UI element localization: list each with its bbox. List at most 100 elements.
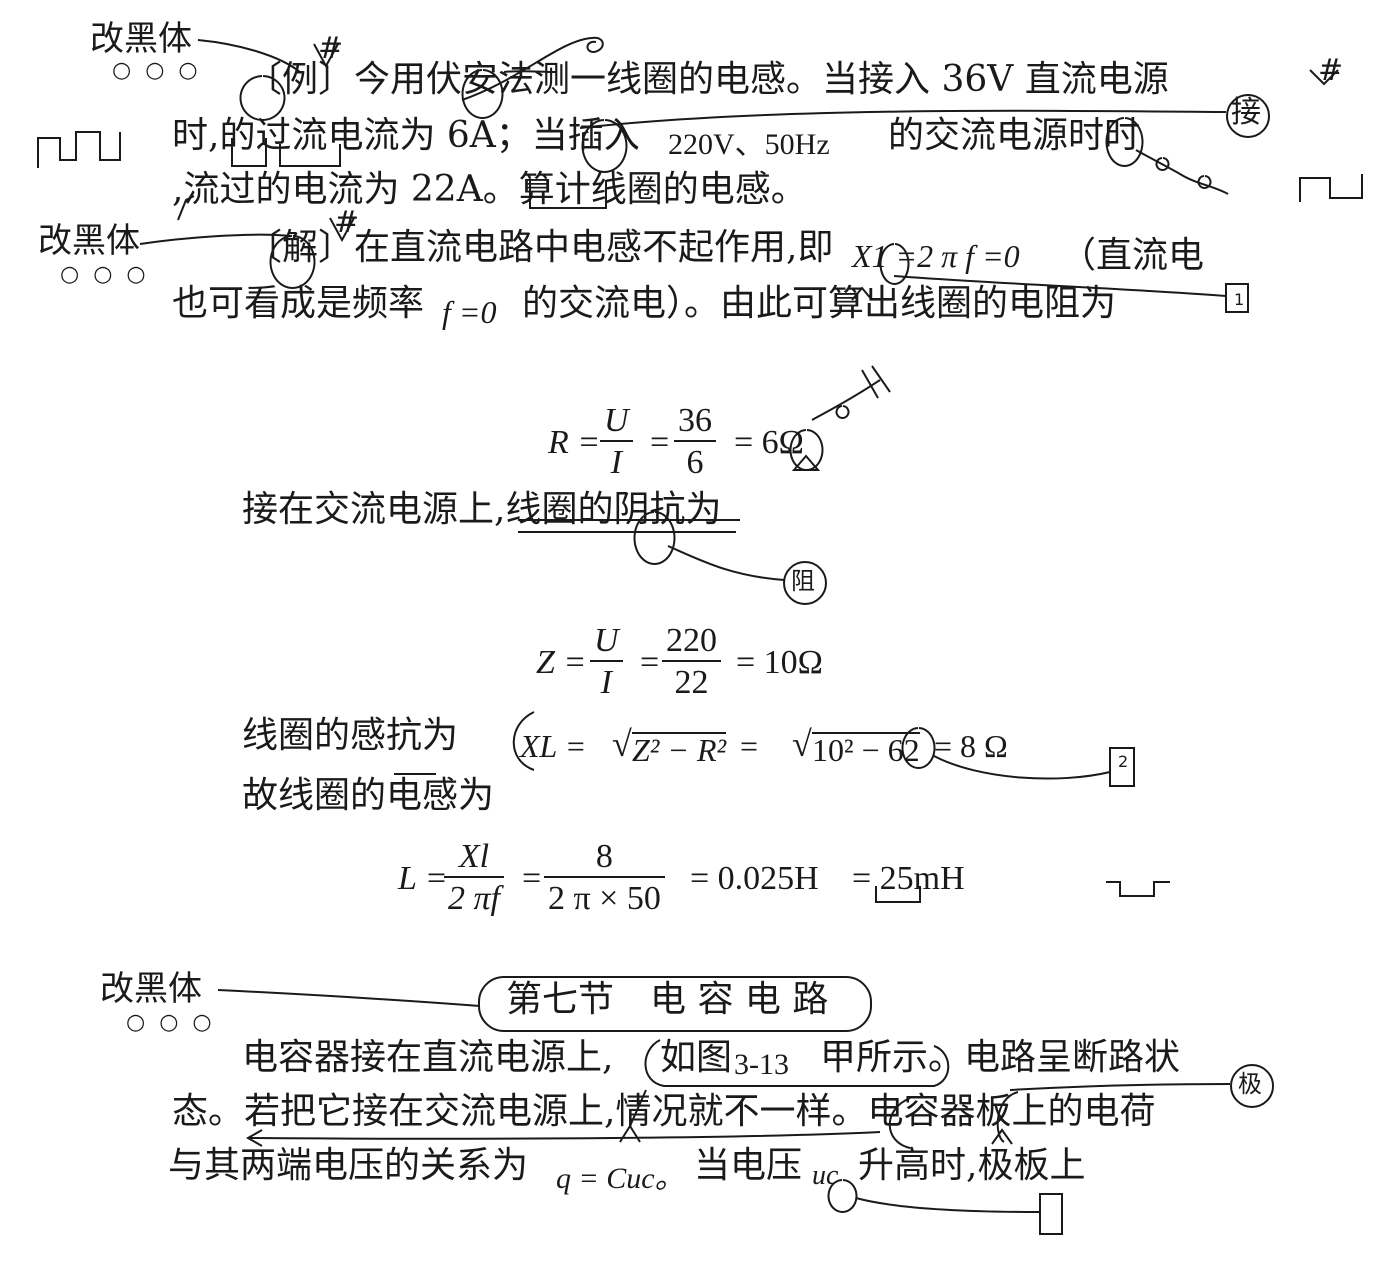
eq-r-frac-2-bar: [674, 440, 716, 442]
mark-circle-omega: [789, 429, 824, 471]
eq-xl-eq: =: [740, 728, 759, 764]
mark-cross-2: [871, 365, 891, 393]
mark-insert-caret-2: [329, 217, 355, 243]
section-para-2: 态。若把它接在交流电源上,情况就不一样。电容器板上的电荷: [172, 1091, 1156, 1132]
bold-font-note-1: 改黑体: [90, 19, 192, 59]
mark-insert-caret: [313, 43, 339, 69]
eq-r-frac-2-num: 36: [678, 402, 712, 439]
mark-circle-yin: [633, 511, 676, 565]
eq-xl-root-1: Z² − R²: [632, 732, 727, 768]
mark-caret-suan: [851, 286, 873, 301]
eq-z-eq1: =: [640, 644, 660, 681]
eq-r-frac-2: 36 6: [674, 404, 716, 480]
eq-z-rhs: = 10Ω: [736, 644, 823, 681]
text-inductive-reactance: 线圈的感抗为: [242, 715, 459, 756]
mark-line-note3: [217, 989, 481, 1007]
mark-transpose-1: [231, 138, 267, 167]
mark-circle-jie: [269, 235, 316, 289]
example-line-2a: 时,的过流电流为 6A；当插入: [172, 115, 640, 156]
mark-circle-li: [239, 75, 286, 121]
mark-caret-plate: [991, 1128, 1013, 1145]
eq-l-eq1: =: [522, 860, 542, 897]
margin-box-label-1: 1: [1234, 290, 1245, 309]
section-heading: 第七节 电 容 电 路: [506, 979, 829, 1020]
eq-l-frac-1-num: Xl: [458, 838, 490, 875]
mark-slash-omega: [811, 379, 881, 421]
mark-transpose-3: [529, 180, 607, 209]
eq-l-frac-1-bar: [444, 876, 504, 878]
eq-r-frac-1-den: I: [610, 444, 622, 481]
hash-mark-2: #: [1318, 53, 1344, 88]
mark-comma-caret: [177, 195, 195, 221]
solution-line-1c: （直流电: [1060, 235, 1205, 276]
eq-l-rhs-2: = 25mH: [852, 860, 965, 897]
eq-z-frac-2-num: 220: [666, 622, 717, 659]
eq-l-frac-2: 8 2 π × 50: [544, 840, 665, 916]
mark-loop-omega: [835, 405, 850, 419]
section-para-1d: 甲所示。电路呈断路状: [820, 1037, 1181, 1078]
mark-bracket-plate: [996, 1091, 1019, 1143]
section-para-3d: uc: [812, 1160, 839, 1191]
section-para-1b: 如图: [660, 1037, 733, 1078]
mark-bracket-xl: [512, 711, 535, 771]
mark-return-arrow: [249, 1131, 881, 1140]
mark-caret-omega: [791, 454, 821, 471]
eq-r-frac-1: U I: [600, 404, 633, 480]
eq-r-lhs: R =: [548, 424, 601, 461]
eq-xl-root-sign-1: √: [612, 724, 632, 764]
solution-line-2b: f =0: [442, 294, 497, 330]
mark-line-subscript: [893, 275, 1227, 297]
eq-z-frac-1: U I: [590, 624, 623, 700]
eq-l-frac-1-den: 2 πf: [448, 880, 500, 917]
section-para-1a: 电容器接在直流电源上,: [242, 1037, 614, 1078]
mark-line-pole: [1009, 1083, 1231, 1091]
solution-line-2a: 也可看成是频率: [172, 283, 425, 324]
mark-line-c: [855, 1197, 1041, 1213]
eq-l-frac-1: Xl 2 πf: [444, 840, 504, 916]
mark-line-zu: [667, 545, 785, 581]
mark-arrow-head: [245, 1129, 263, 1147]
eq-xl-rhs: = 8 Ω: [934, 728, 1008, 764]
section-para-3b: q = Cuc。: [556, 1162, 685, 1195]
mark-box-1: [1225, 283, 1249, 313]
resist-mark-label: 阻: [791, 567, 815, 595]
eq-xl-root-sign-2: √: [792, 724, 812, 764]
mark-caret-state: [619, 1124, 641, 1143]
section-para-1c: 3-13: [734, 1048, 789, 1081]
eq-z-frac-1-num: U: [594, 622, 619, 659]
eq-z-frac-1-den: I: [600, 664, 612, 701]
mark-transpose-2: [279, 144, 341, 167]
mark-circle-subscript: [879, 243, 910, 285]
eq-z-frac-1-bar: [590, 660, 623, 662]
mark-caret-right: [1309, 69, 1339, 86]
mark-box-3: [1039, 1193, 1063, 1235]
insert-mark-circle: [1226, 94, 1270, 138]
mark-swirl: [461, 36, 604, 101]
mark-right-bracket: [1106, 881, 1170, 897]
bold-font-note-2: 改黑体: [38, 221, 140, 261]
mark-line-note1: [197, 39, 301, 73]
bold-font-note-3: 改黑体: [100, 969, 202, 1009]
mark-line-note2: [139, 233, 291, 245]
eq-l-frac-2-num: 8: [595, 838, 613, 875]
solution-line-2c: 的交流电）。由此可算出线圈的电阻为: [522, 283, 1117, 324]
mark-bracket-capacitor: [888, 1097, 911, 1149]
margin-box-label-2: 2: [1118, 752, 1129, 771]
mark-bracket-figure: [644, 1039, 950, 1087]
eq-l-lhs: L =: [398, 860, 448, 897]
eq-l-frac-2-den: 2 π × 50: [548, 880, 661, 917]
mark-loop-1: [1155, 157, 1170, 171]
example-line-2b: 220V、50Hz: [668, 128, 830, 161]
mark-line-62: [933, 755, 1111, 780]
mark-box-2: [1109, 747, 1135, 787]
pole-mark-label: 极: [1238, 1070, 1262, 1098]
eq-z-frac-2-den: 22: [674, 664, 709, 701]
eq-z-frac-2-bar: [662, 660, 721, 662]
mark-circle-c: [827, 1179, 858, 1213]
eq-z-frac-2: 220 22: [662, 624, 721, 700]
mark-line-state: [629, 1089, 647, 1127]
mark-bracket-25: [875, 886, 921, 903]
emphasis-dots-2: ○○○: [60, 262, 160, 287]
resist-mark-circle: [783, 561, 827, 605]
